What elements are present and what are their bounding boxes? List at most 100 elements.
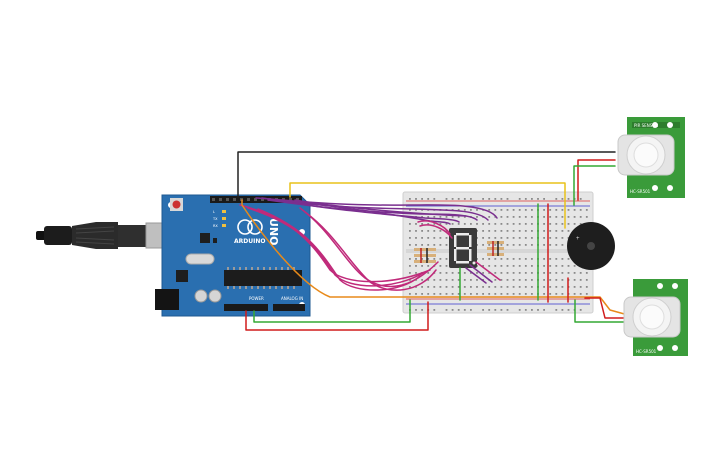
breadboard-hole [409, 293, 411, 295]
breadboard-hole [488, 209, 491, 211]
breadboard-hole [488, 237, 491, 239]
pir-top-model: HC-SR501 [630, 189, 651, 194]
breadboard-hole [476, 272, 478, 274]
breadboard-hole [518, 309, 521, 311]
breadboard-hole [585, 272, 588, 274]
breadboard-hole [482, 244, 484, 246]
breadboard-hole [512, 244, 515, 246]
breadboard-hole [421, 286, 423, 288]
breadboard-hole [543, 230, 545, 232]
breadboard-hole [488, 293, 491, 295]
breadboard-hole [573, 286, 576, 288]
breadboard-hole [579, 279, 582, 281]
breadboard-hole [531, 309, 533, 311]
breadboard-hole [427, 286, 430, 288]
breadboard-hole [506, 258, 509, 260]
crystal [185, 253, 215, 265]
breadboard-hole [439, 279, 442, 281]
arduino-uno-board[interactable]: ARDUINO UNO L TX RX [155, 194, 311, 317]
usb-cable-icon[interactable] [36, 222, 169, 249]
breadboard-hole [451, 272, 454, 274]
breadboard-hole [427, 198, 430, 200]
breadboard-hole [421, 309, 423, 311]
breadboard-hole [476, 279, 478, 281]
breadboard-hole [421, 216, 423, 218]
breadboard-hole [494, 279, 497, 281]
breadboard-hole [506, 272, 509, 274]
breadboard-hole [561, 265, 564, 267]
seven-segment-display[interactable] [449, 228, 477, 268]
breadboard-hole [421, 198, 423, 200]
breadboard-hole [512, 265, 515, 267]
breadboard-hole [555, 265, 558, 267]
breadboard-hole [445, 272, 448, 274]
pir-sensor-bottom[interactable]: HC-SR501 [623, 279, 688, 356]
breadboard-hole [482, 272, 484, 274]
breadboard-hole [561, 309, 564, 311]
breadboard-hole [549, 237, 552, 239]
piezo-buzzer[interactable]: + [567, 222, 615, 270]
breadboard-hole [445, 216, 448, 218]
breadboard-hole [494, 293, 497, 295]
breadboard-hole [518, 216, 521, 218]
breadboard-hole [470, 272, 472, 274]
analog-header [273, 304, 305, 311]
breadboard-hole [573, 223, 576, 225]
breadboard-hole [457, 309, 460, 311]
breadboard-hole [488, 216, 491, 218]
breadboard-hole [579, 198, 582, 200]
breadboard-hole [488, 309, 491, 311]
breadboard-hole [457, 223, 460, 225]
reset-button-cap[interactable] [172, 200, 181, 209]
breadboard-hole [549, 216, 552, 218]
breadboard-hole [543, 237, 545, 239]
breadboard-hole [518, 272, 521, 274]
breadboard-hole [482, 198, 484, 200]
breadboard-hole [512, 279, 515, 281]
breadboard-hole [427, 216, 430, 218]
breadboard-hole [433, 198, 436, 200]
breadboard-hole [421, 237, 423, 239]
resistor-right-group [487, 241, 504, 256]
arduino-model: UNO [267, 218, 280, 246]
breadboard-hole [445, 244, 448, 246]
breadboard-hole [415, 309, 417, 311]
breadboard-hole [549, 286, 552, 288]
breadboard-hole [421, 279, 423, 281]
breadboard-hole [421, 244, 423, 246]
breadboard-hole [415, 244, 417, 246]
breadboard-hole [524, 216, 527, 218]
breadboard-hole [524, 230, 527, 232]
breadboard-hole [555, 286, 558, 288]
breadboard-hole [518, 244, 521, 246]
breadboard-hole [585, 216, 588, 218]
breadboard-hole [439, 286, 442, 288]
breadboard-hole [433, 286, 436, 288]
buzzer-plus: + [576, 236, 580, 242]
breadboard-hole [470, 209, 472, 211]
pir-sensor-top[interactable]: PIR SENSOR HC-SR501 [617, 117, 685, 198]
breadboard-hole [531, 265, 533, 267]
breadboard-hole [567, 198, 570, 200]
breadboard-hole [409, 244, 411, 246]
breadboard-hole [531, 258, 533, 260]
breadboard-hole [439, 223, 442, 225]
breadboard-hole [549, 279, 552, 281]
breadboard-hole [512, 286, 515, 288]
breadboard-hole [445, 286, 448, 288]
breadboard-hole [494, 272, 497, 274]
breadboard-hole [457, 272, 460, 274]
breadboard-hole [439, 216, 442, 218]
breadboard-hole [409, 286, 411, 288]
breadboard-hole [482, 309, 484, 311]
breadboard-hole [427, 223, 430, 225]
breadboard-hole [500, 293, 503, 295]
breadboard-hole [439, 237, 442, 239]
breadboard-hole [518, 237, 521, 239]
breadboard-hole [482, 237, 484, 239]
breadboard-hole [463, 293, 466, 295]
breadboard-hole [433, 258, 436, 260]
breadboard-hole [549, 293, 552, 295]
breadboard-hole [579, 216, 582, 218]
rx-label: RX [213, 224, 218, 228]
